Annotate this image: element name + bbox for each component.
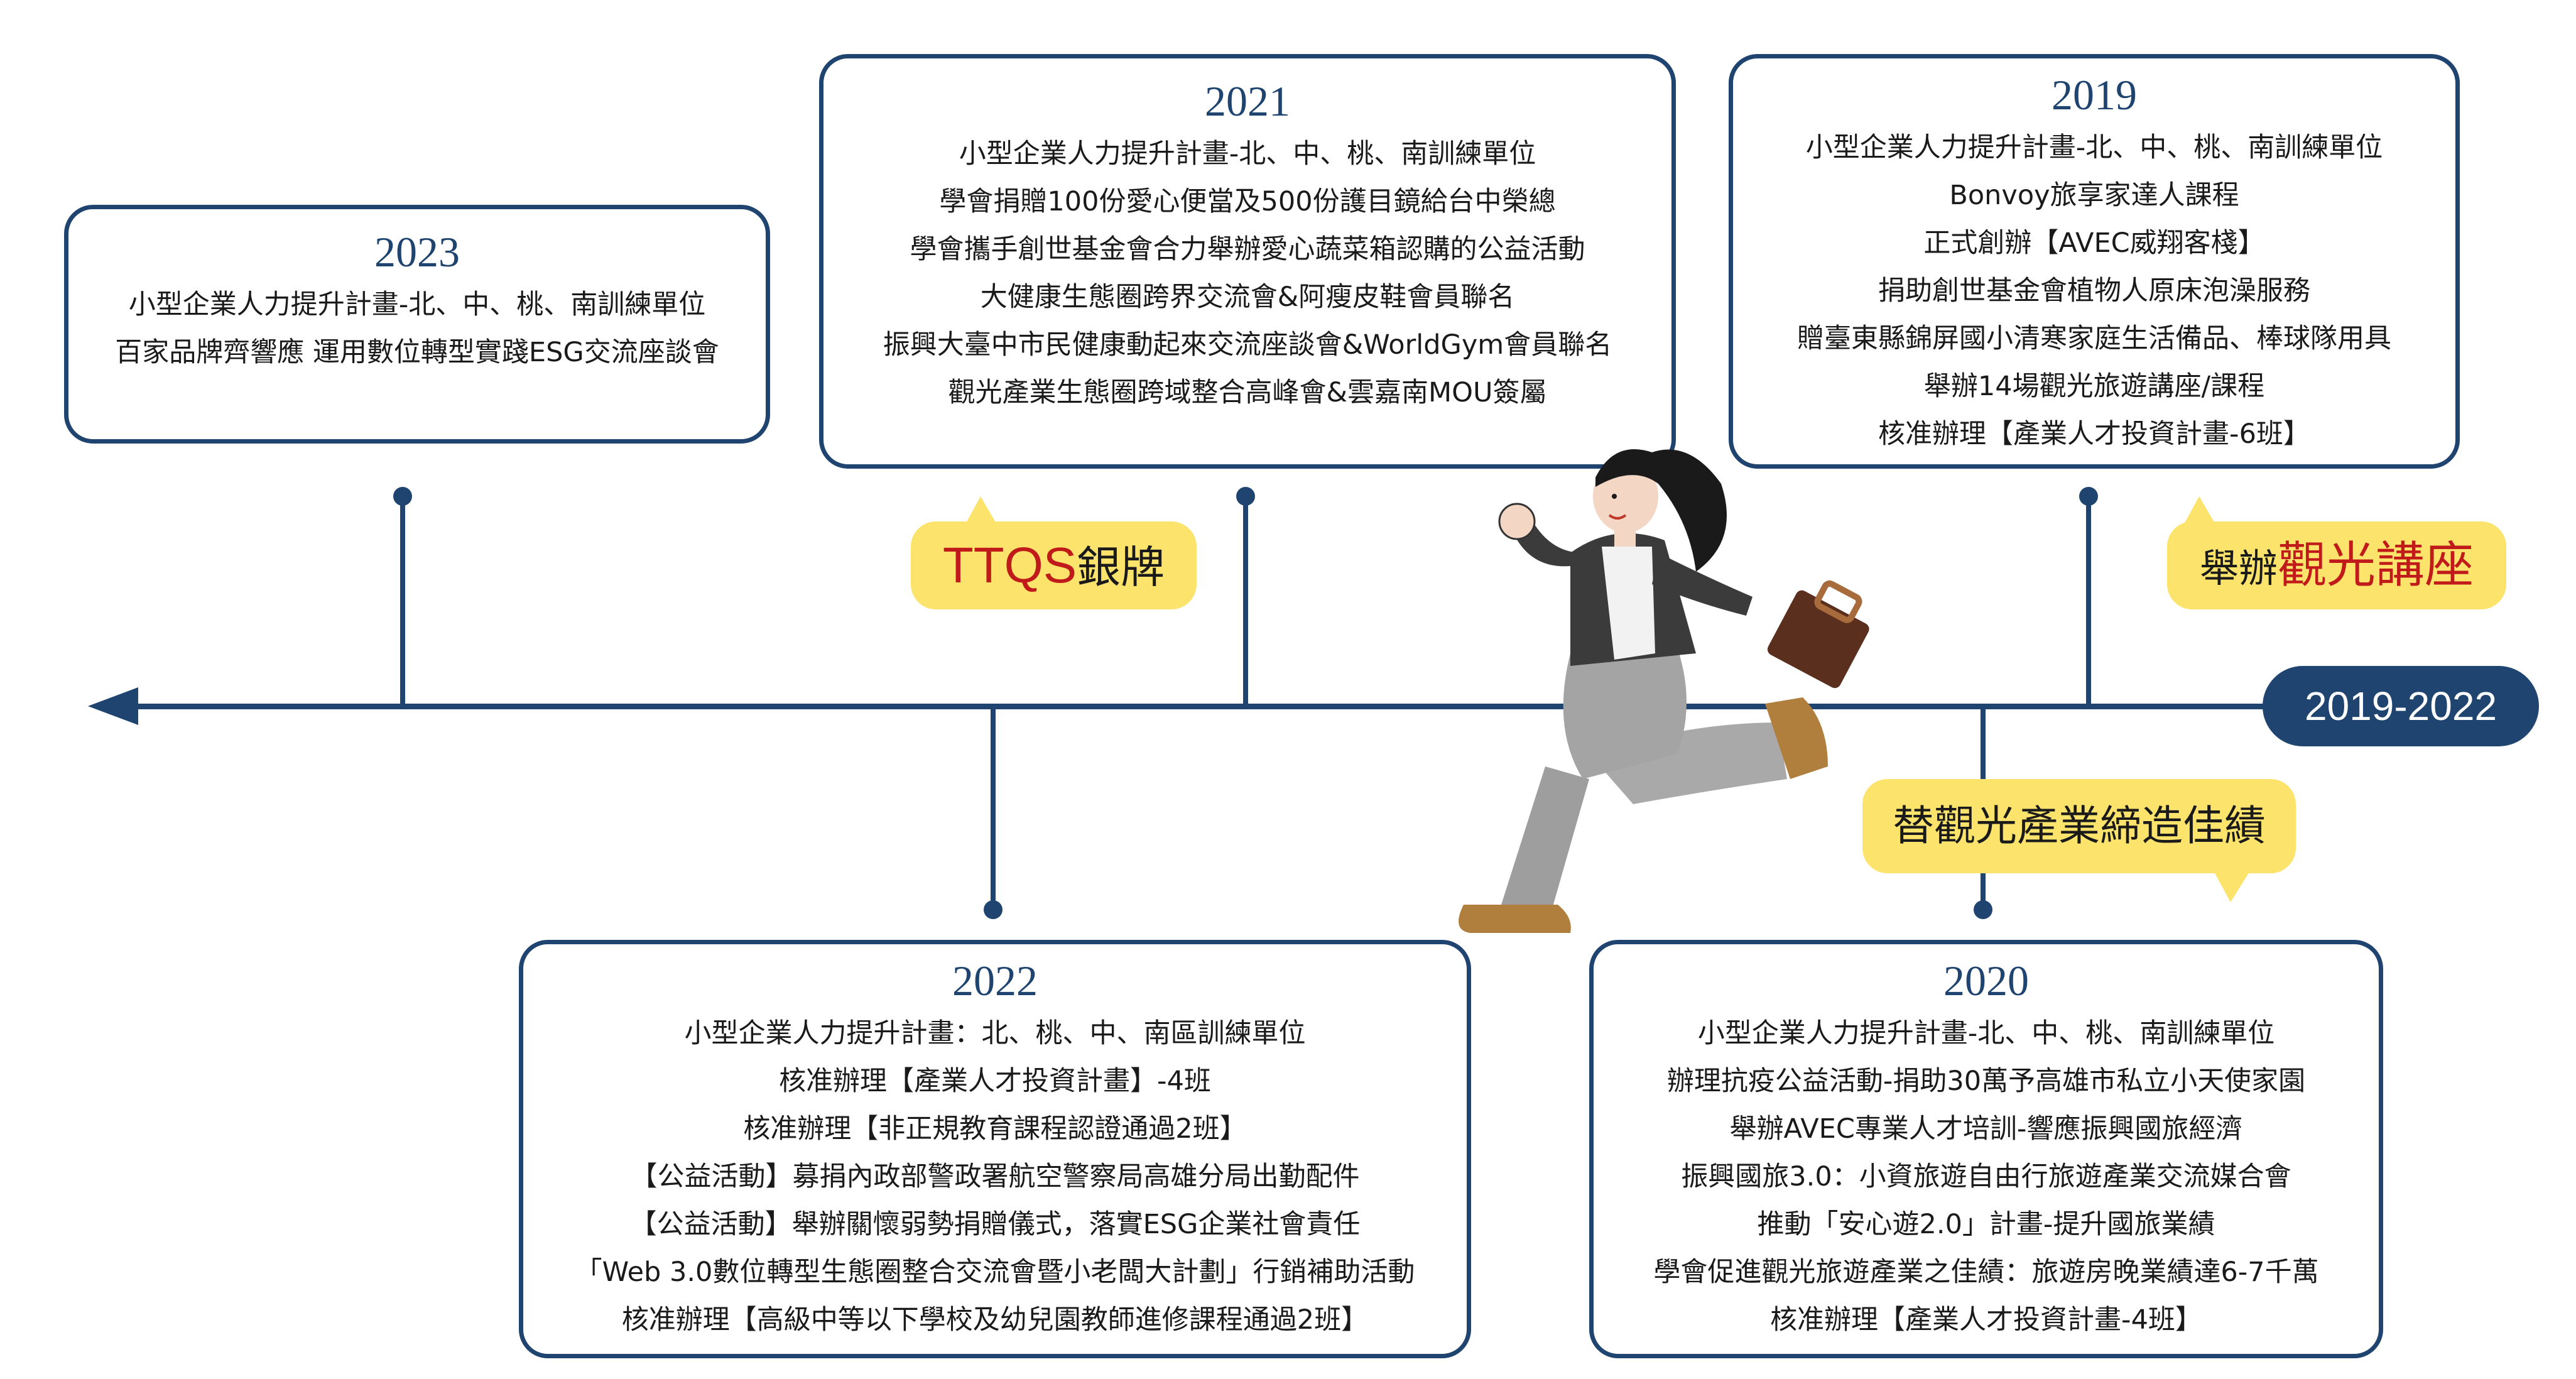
mouth <box>1608 514 1627 520</box>
stem-2021 <box>1243 496 1248 707</box>
timeline-axis <box>126 704 2293 709</box>
card-line: 核准辦理【非正規教育課程認證通過2班】 <box>743 1113 1247 1145</box>
card-line: 核准辦理【產業人才投資計畫】-4班 <box>779 1066 1211 1097</box>
briefcase <box>1767 590 1869 689</box>
card-year: 2022 <box>952 957 1038 1005</box>
stem-2022 <box>991 707 996 914</box>
back-leg <box>1501 766 1589 911</box>
card-line: 振興大臺中市民健康動起來交流座談會&WorldGym會員聯名 <box>883 329 1612 361</box>
front-shoe <box>1765 697 1828 779</box>
card-line: 核准辦理【高級中等以下學校及幼兒園教師進修課程通過2班】 <box>621 1304 1369 1336</box>
stem-2019 <box>2086 496 2091 707</box>
range-label-pill: 2019-2022 <box>2263 666 2539 746</box>
bubble-lecture: 舉辦觀光講座 <box>2167 521 2506 609</box>
card-line: 核准辦理【產業人才投資計畫-6班】 <box>1878 418 2310 450</box>
dot-2021 <box>1236 487 1255 506</box>
card-line: 舉辦14場觀光旅遊講座/課程 <box>1923 371 2265 402</box>
bubble-ttqs: TTQS銀牌 <box>911 521 1197 609</box>
front-arm <box>1652 553 1753 616</box>
eye <box>1612 494 1617 499</box>
bubble-tourism-tail <box>2214 872 2249 902</box>
card-line: 贈臺東縣錦屏國小清寒家庭生活備品、棒球隊用具 <box>1797 323 2391 354</box>
card-line: 小型企業人力提升計畫：北、桃、中、南區訓練單位 <box>684 1018 1306 1049</box>
card-line: Bonvoy旅享家達人課程 <box>1949 180 2239 211</box>
bubble-ttqs-emph: TTQS <box>942 537 1077 593</box>
running-businesswoman-illustration <box>1459 449 1869 933</box>
card-line: 舉辦AVEC專業人才培訓-響應振興國旅經濟 <box>1729 1113 2243 1145</box>
card-line: 振興國旅3.0：小資旅遊自由行旅遊產業交流媒合會 <box>1681 1161 2291 1192</box>
bubble-tourism: 替觀光產業締造佳績 <box>1862 779 2296 873</box>
bubble-lecture-emph: 觀光講座 <box>2278 537 2474 594</box>
card-line: 辦理抗疫公益活動-捐助30萬予高雄市私立小天使家園 <box>1666 1066 2306 1097</box>
stem-2023 <box>400 496 405 707</box>
card-year: 2019 <box>2052 71 2137 119</box>
card-line: 小型企業人力提升計畫-北、中、桃、南訓練單位 <box>128 289 706 320</box>
card-line: 核准辦理【產業人才投資計畫-4班】 <box>1770 1304 2202 1336</box>
card-line: 小型企業人力提升計畫-北、中、桃、南訓練單位 <box>959 138 1536 170</box>
back-shoe <box>1459 905 1571 933</box>
card-line: 【公益活動】募捐內政部警政署航空警察局高雄分局出勤配件 <box>630 1161 1360 1192</box>
card-line: 大健康生態圈跨界交流會&阿瘦皮鞋會員聯名 <box>980 281 1515 313</box>
card-line: 小型企業人力提升計畫-北、中、桃、南訓練單位 <box>1697 1018 2275 1049</box>
card-line: 正式創辦【AVEC威翔客棧】 <box>1923 227 2265 259</box>
back-fist <box>1498 503 1536 540</box>
briefcase-handle <box>1814 580 1862 623</box>
card-line: 學會攜手創世基金會合力舉辦愛心蔬菜箱認購的公益活動 <box>910 234 1585 265</box>
card-line: 學會促進觀光旅遊產業之佳績：旅遊房晚業績達6-7千萬 <box>1653 1256 2319 1288</box>
card-line: 觀光產業生態圈跨域整合高峰會&雲嘉南MOU簽屬 <box>948 377 1547 408</box>
dot-2019 <box>2079 487 2098 506</box>
hair <box>1595 449 1727 572</box>
card-2019: 2019 小型企業人力提升計畫-北、中、桃、南訓練單位 Bonvoy旅享家達人課… <box>1729 54 2460 469</box>
dot-2020 <box>1974 900 1992 919</box>
bubble-ttqs-rest: 銀牌 <box>1077 542 1165 593</box>
dot-2023 <box>393 487 412 506</box>
bubble-tourism-text: 替觀光產業締造佳績 <box>1893 802 2266 850</box>
card-line: 推動「安心遊2.0」計畫-提升國旅業績 <box>1757 1209 2215 1240</box>
card-line: 學會捐贈100份愛心便當及500份護目鏡給台中榮總 <box>939 186 1556 217</box>
bubble-lecture-pre: 舉辦 <box>2199 545 2278 591</box>
card-line: 捐助創世基金會植物人原床泡澡服務 <box>1878 275 2310 307</box>
card-year: 2023 <box>374 228 460 276</box>
card-2020: 2020 小型企業人力提升計畫-北、中、桃、南訓練單位 辦理抗疫公益活動-捐助3… <box>1589 940 2383 1358</box>
card-line: 【公益活動】舉辦關懷弱勢捐贈儀式，落實ESG企業社會責任 <box>629 1209 1361 1240</box>
card-2022: 2022 小型企業人力提升計畫：北、桃、中、南區訓練單位 核准辦理【產業人才投資… <box>519 940 1471 1358</box>
card-line: 小型企業人力提升計畫-北、中、桃、南訓練單位 <box>1805 132 2383 163</box>
card-line: 「Web 3.0數位轉型生態圈整合交流會暨小老闆大計劃」行銷補助活動 <box>575 1256 1415 1288</box>
trousers <box>1563 647 1687 779</box>
card-year: 2021 <box>1205 77 1290 125</box>
card-year: 2020 <box>1943 957 2029 1005</box>
card-line: 百家品牌齊響應 運用數位轉型實踐ESG交流座談會 <box>115 337 719 368</box>
card-2023: 2023 小型企業人力提升計畫-北、中、桃、南訓練單位 百家品牌齊響應 運用數位… <box>64 205 770 444</box>
shirt <box>1602 547 1655 660</box>
dot-2022 <box>984 900 1003 919</box>
card-2021: 2021 小型企業人力提升計畫-北、中、桃、南訓練單位 學會捐贈100份愛心便當… <box>819 54 1676 469</box>
